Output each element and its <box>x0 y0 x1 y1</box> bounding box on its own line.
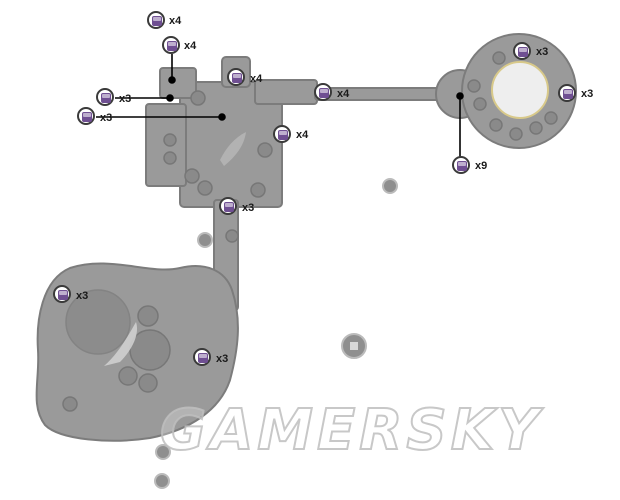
central-glow <box>220 132 246 166</box>
treasure-chest-marker[interactable] <box>147 11 165 29</box>
treasure-chest-marker[interactable] <box>219 197 237 215</box>
treasure-chest-marker[interactable] <box>513 42 531 60</box>
cavern-basin <box>65 289 131 355</box>
treasure-chest-icon <box>58 290 68 300</box>
cavern-glow <box>104 322 138 366</box>
treasure-count: x4 <box>184 40 197 52</box>
treasure-chest-marker[interactable] <box>193 348 211 366</box>
treasure-count: x4 <box>169 15 182 27</box>
east-annex <box>254 79 318 105</box>
treasure-count: x3 <box>76 290 89 302</box>
treasure-count: x3 <box>216 353 229 365</box>
treasure-count: x4 <box>250 73 263 85</box>
treasure-chest-marker[interactable] <box>452 156 470 174</box>
treasure-chest-marker[interactable] <box>314 83 332 101</box>
treasure-chest-icon <box>319 88 329 98</box>
treasure-chest-icon <box>167 41 177 51</box>
treasure-count: x3 <box>100 112 113 124</box>
treasure-count: x3 <box>581 88 594 100</box>
east-corridor <box>314 87 446 101</box>
treasure-chest-icon <box>518 47 528 57</box>
treasure-chest-marker[interactable] <box>227 68 245 86</box>
treasure-count: x3 <box>242 202 255 214</box>
treasure-count: x3 <box>119 93 132 105</box>
treasure-chest-marker[interactable] <box>558 84 576 102</box>
watermark: GAMERSKY <box>159 397 543 464</box>
treasure-chest-marker[interactable] <box>273 125 291 143</box>
treasure-chest-icon <box>278 130 288 140</box>
east-chamber-pit <box>491 61 549 119</box>
treasure-chest-icon <box>457 161 467 171</box>
floor-details <box>62 51 558 412</box>
treasure-chest-icon <box>101 93 111 103</box>
treasure-count: x3 <box>536 46 549 58</box>
treasure-chest-marker[interactable] <box>77 107 95 125</box>
treasure-chest-icon <box>232 73 242 83</box>
treasure-count: x4 <box>337 88 350 100</box>
treasure-count: x4 <box>296 129 309 141</box>
treasure-count: x9 <box>475 160 488 172</box>
treasure-chest-icon <box>563 89 573 99</box>
treasure-chest-icon <box>152 16 162 26</box>
north-room <box>159 67 197 99</box>
pillar-core <box>350 342 358 350</box>
treasure-chest-marker[interactable] <box>53 285 71 303</box>
leader-lines <box>96 54 464 158</box>
treasure-chest-icon <box>224 202 234 212</box>
treasure-chest-marker[interactable] <box>96 88 114 106</box>
treasure-chest-icon <box>198 353 208 363</box>
treasure-chest-icon <box>82 112 92 122</box>
treasure-chest-marker[interactable] <box>162 36 180 54</box>
